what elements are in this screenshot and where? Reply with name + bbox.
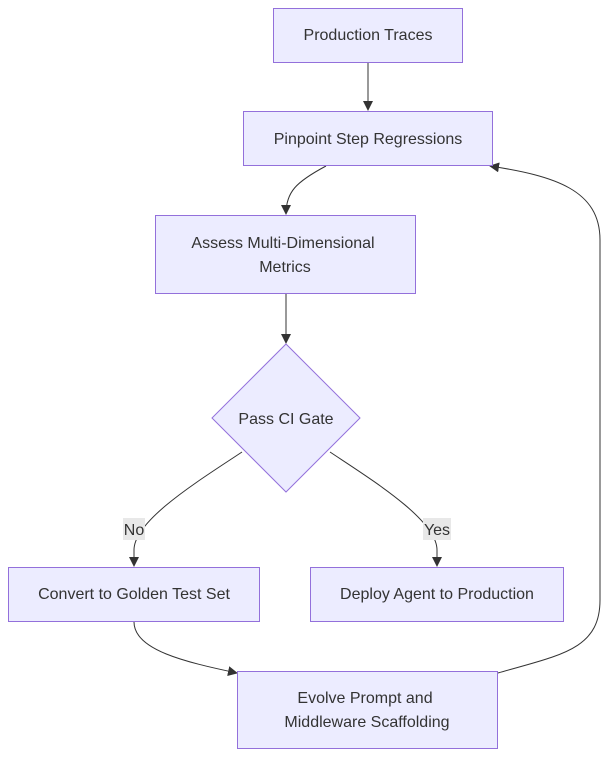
node-production-traces: Production Traces <box>273 8 463 63</box>
node-pinpoint-step-regressions-label: Pinpoint Step Regressions <box>274 131 463 148</box>
node-convert-golden-test-set: Convert to Golden Test Set <box>8 567 260 622</box>
node-assess-metrics: Assess Multi-Dimensional Metrics <box>155 215 416 294</box>
edge-convert-to-evolve <box>133 621 238 677</box>
node-evolve-prompt-label-line-1: Evolve Prompt and <box>297 690 432 707</box>
node-pass-ci-gate-diamond <box>211 343 361 493</box>
node-assess-metrics-label-line-1: Assess Multi-Dimensional <box>191 235 374 252</box>
node-production-traces-box <box>273 8 463 63</box>
edge-label-no-background <box>123 518 145 540</box>
edge-gate-to-deploy <box>329 451 442 567</box>
node-deploy-agent-label: Deploy Agent to Production <box>340 586 534 603</box>
node-pinpoint-step-regressions-box <box>243 111 493 166</box>
edge-gate-to-convert <box>129 451 243 567</box>
node-convert-golden-test-set-box <box>8 567 260 622</box>
node-assess-metrics-label-line-2: Metrics <box>259 259 311 276</box>
node-pass-ci-gate: Pass CI Gate <box>211 343 361 493</box>
node-pinpoint-step-regressions: Pinpoint Step Regressions <box>243 111 493 166</box>
edge-pinpoint-to-assess <box>281 165 327 215</box>
node-convert-golden-test-set-label: Convert to Golden Test Set <box>38 586 230 603</box>
node-production-traces-label: Production Traces <box>304 27 433 44</box>
edge-label-yes: Yes <box>424 522 450 539</box>
node-assess-metrics-box <box>155 215 416 294</box>
node-deploy-agent-box <box>310 567 564 622</box>
node-pass-ci-gate-label: Pass CI Gate <box>238 411 333 428</box>
node-evolve-prompt-box <box>237 671 498 749</box>
edge-label-no: No <box>124 522 145 539</box>
node-evolve-prompt-label-line-2: Middleware Scaffolding <box>284 714 449 731</box>
node-deploy-agent: Deploy Agent to Production <box>310 567 564 622</box>
node-evolve-prompt: Evolve Prompt and Middleware Scaffolding <box>237 671 498 749</box>
edge-label-yes-background <box>423 518 451 540</box>
edge-evolve-to-pinpoint <box>489 162 601 674</box>
